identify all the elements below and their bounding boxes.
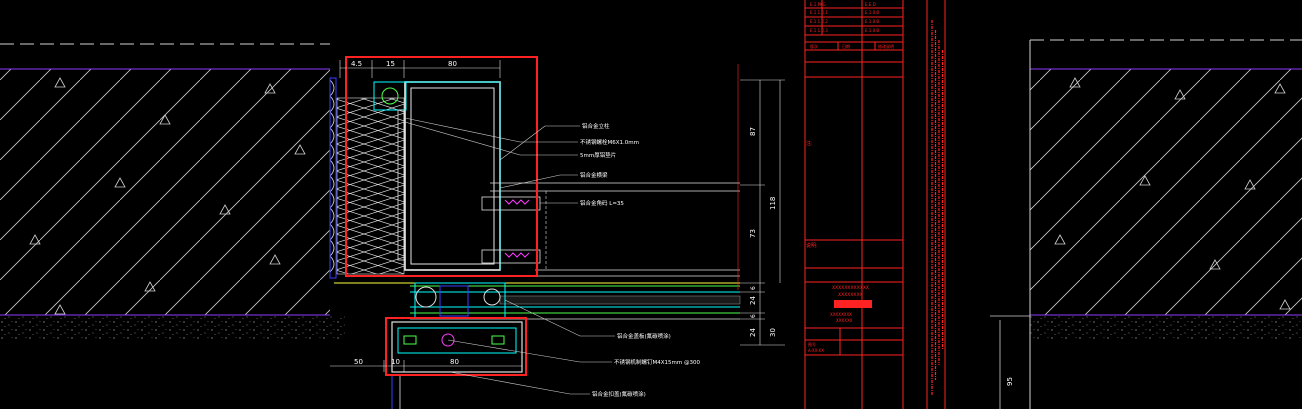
aggregate-mark — [114, 177, 126, 188]
dim-bottom-1: 50 — [354, 358, 363, 366]
left-wall-section — [0, 43, 345, 340]
aggregate-mark — [1139, 175, 1151, 186]
aggregate-mark — [1174, 89, 1186, 100]
callout-label: 不锈钢机制螺钉M4X15mm @300 — [614, 358, 700, 366]
aggregate-mark — [1274, 83, 1286, 94]
svg-text:95: 95 — [1006, 377, 1014, 386]
callout-leaders — [404, 117, 615, 395]
company-line-2: XXXXXXXX — [838, 292, 863, 298]
dim-right-2: 73 — [749, 229, 757, 238]
title-block-frame — [804, 0, 946, 409]
insulation-layer — [329, 77, 405, 279]
aggregate-mark — [1054, 234, 1066, 245]
title-block-vertical-notes — [931, 20, 944, 395]
callout-label: 铝合金横梁 — [580, 171, 608, 179]
aggregate-mark — [1279, 299, 1291, 310]
glazing-unit — [334, 282, 741, 320]
callout-label: 不锈钢螺栓M6X1.0mm — [580, 138, 639, 146]
dim-right-3: 6 — [750, 286, 757, 290]
aggregate-mark — [219, 204, 231, 215]
drawing-no-label: 图号 — [808, 341, 816, 347]
dim-top-1: 4.5 — [351, 60, 362, 68]
callout-label: 铝合金盖板(氟碳喷涂) — [617, 332, 671, 340]
callout-label: 铝合金角码 L=35 — [580, 199, 624, 207]
rev-row-2-col-1: E.1.1.0.1 — [810, 10, 828, 15]
rev-row-1-col-2: E.E.D — [865, 2, 876, 7]
aggregate-mark — [29, 234, 41, 245]
note-b: 说明: — [806, 242, 818, 249]
company-line-1: XXXXXXXXXXXX — [832, 285, 869, 291]
note-a: 注: — [806, 140, 813, 147]
aggregate-mark — [269, 254, 281, 265]
aluminum-mullion — [373, 81, 501, 271]
highlight-box-mullion — [345, 56, 538, 277]
callout-label: 铝合金立柱 — [582, 122, 610, 130]
project-line-2: XXXXXX — [836, 318, 853, 323]
dim-right-4: 24 — [749, 296, 757, 305]
rev-row-4-col-2: E.1.0.B — [865, 28, 879, 33]
cover-cap-profile — [391, 321, 523, 409]
aggregate-mark — [144, 281, 156, 292]
aggregate-mark — [1209, 259, 1221, 270]
aggregate-mark — [54, 304, 66, 315]
dimension-lines — [330, 60, 785, 372]
callout-label: 铝合金扣盖(氟碳喷涂) — [592, 390, 646, 398]
dim-top-2: 15 — [386, 60, 395, 68]
aggregate-mark — [294, 144, 306, 155]
rev-row-3-col-2: E.1.0.B — [865, 19, 879, 24]
drawing-no: A-XX-XX — [808, 348, 824, 353]
dim-bottom-3: 80 — [450, 358, 459, 366]
project-line-1: XXXXXXXX — [830, 312, 852, 317]
highlight-box-cover-cap — [385, 317, 527, 376]
rev-header-3: 修改说明 — [878, 43, 894, 49]
dim-bottom-2: 10 — [391, 358, 400, 366]
anchor-bolts — [481, 182, 740, 277]
concrete-aggregate-marks — [29, 77, 306, 315]
right-wall-section: 95 — [990, 39, 1302, 409]
dim-right-5: 6 — [750, 314, 757, 318]
aggregate-mark — [54, 77, 66, 88]
aggregate-mark — [1244, 179, 1256, 190]
dim-right-7: 30 — [769, 328, 777, 337]
dim-right-6: 24 — [749, 328, 757, 337]
dim-right-1: 87 — [749, 127, 757, 136]
rev-row-1-col-1: E.1.PKG — [810, 2, 826, 7]
rev-row-3-col-1: E.1.1.0.2 — [810, 19, 828, 24]
concrete-aggregate-marks — [1054, 77, 1291, 310]
rev-row-2-col-2: E.1.0.B — [865, 10, 879, 15]
rev-header-2: 日期 — [842, 43, 850, 49]
aggregate-mark — [1069, 77, 1081, 88]
rev-row-4-col-1: E.1.1.0.3 — [810, 28, 828, 33]
callout-label: 5mm厚铝垫片 — [580, 151, 616, 159]
company-logo — [834, 300, 872, 308]
aggregate-mark — [264, 83, 276, 94]
dim-top-3: 80 — [448, 60, 457, 68]
aggregate-mark — [159, 114, 171, 125]
dim-total: 118 — [769, 197, 777, 210]
rev-header-1: 版次 — [810, 43, 818, 49]
